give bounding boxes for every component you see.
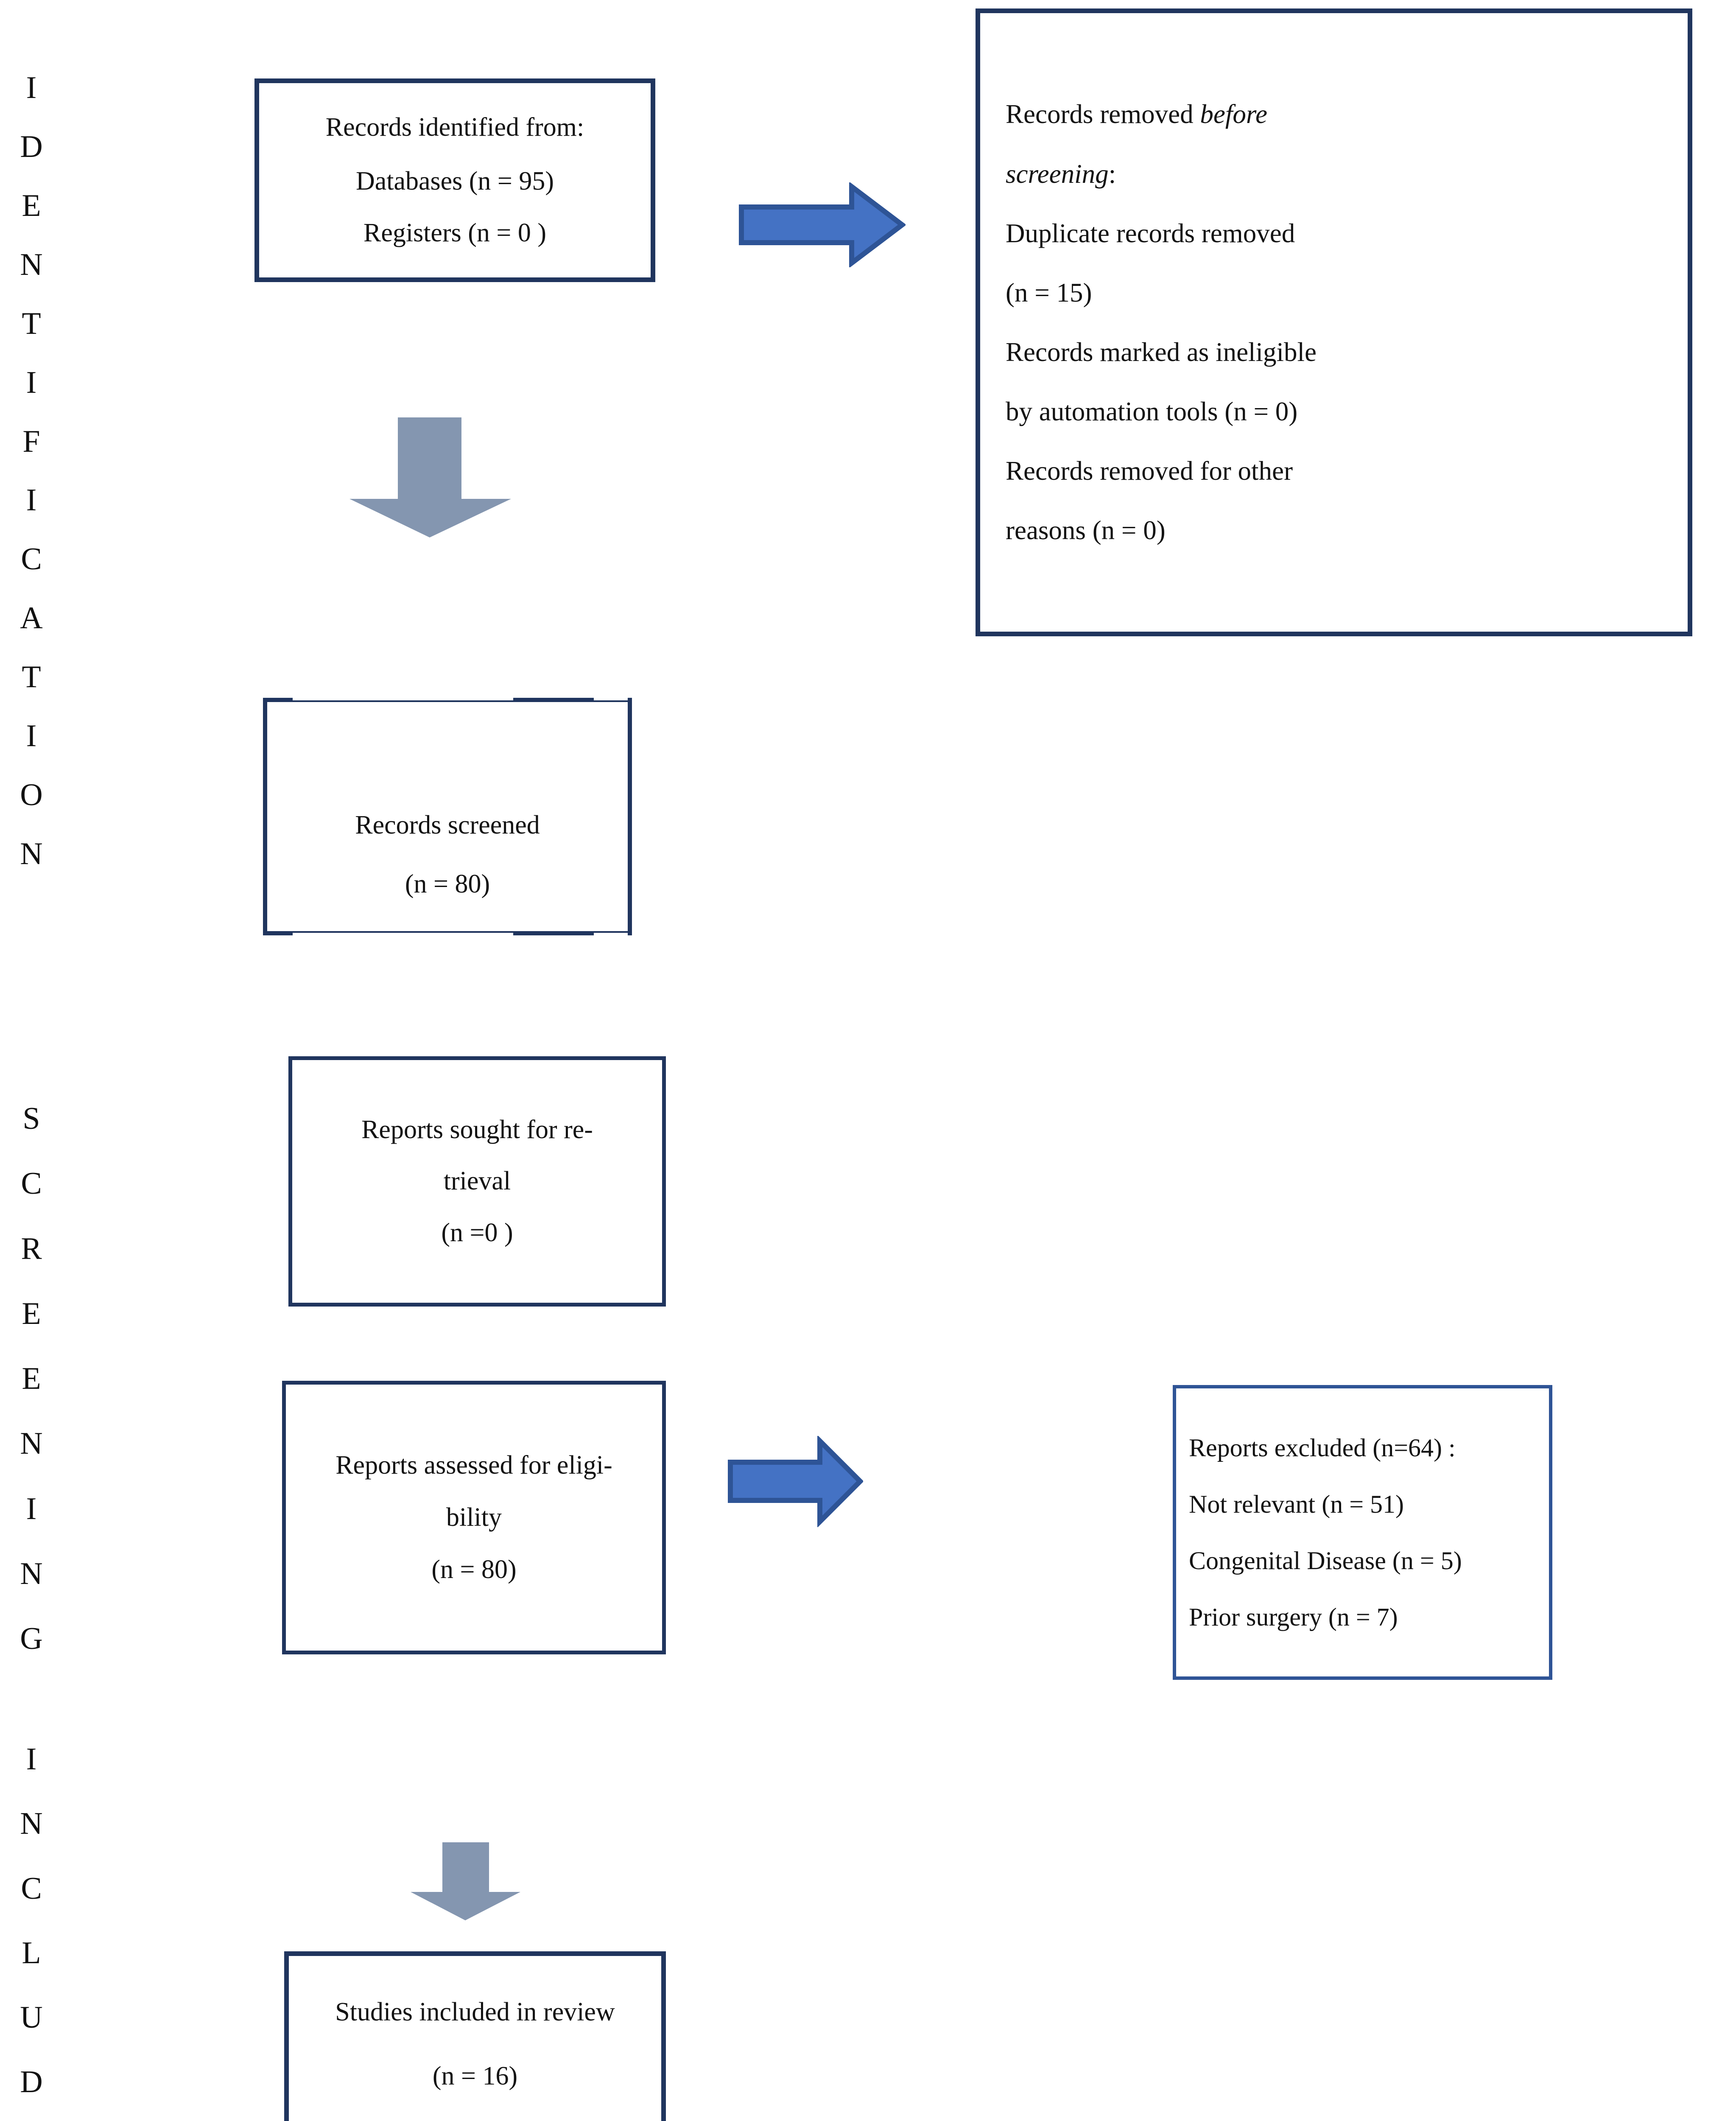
stage-letter: D xyxy=(20,2065,43,2100)
records-removed-heading-italic-screening: screening xyxy=(1006,159,1109,189)
stage-letter: L xyxy=(22,1935,41,1970)
stage-letter: E xyxy=(22,1361,41,1396)
records-removed-heading-italic-before: before xyxy=(1200,99,1267,129)
records-removed-heading-line2: screening: xyxy=(1006,160,1662,188)
stage-label-screening: S C R E E N I N G xyxy=(6,1103,57,1654)
stage-letter: I xyxy=(26,719,37,754)
reports-assessed-label-line2: bility xyxy=(446,1503,502,1532)
reports-excluded-congenital-disease: Congenital Disease (n = 5) xyxy=(1189,1546,1462,1575)
box-records-screened: Records screened (n = 80) xyxy=(263,698,632,935)
stage-letter: T xyxy=(22,306,41,341)
stage-letter: C xyxy=(21,542,42,577)
duplicate-records-removed-label: Duplicate records removed xyxy=(1006,218,1295,248)
stage-letter: C xyxy=(21,1166,42,1201)
box-records-removed-before-screening: Records removed before screening: Duplic… xyxy=(976,8,1692,636)
stage-letter: I xyxy=(26,1491,37,1526)
stage-letter: I xyxy=(26,483,37,518)
arrow-right-to-records-removed-icon xyxy=(738,182,906,267)
records-screened-label: Records screened xyxy=(355,810,540,839)
ineligible-records-count: by automation tools (n = 0) xyxy=(1006,397,1298,427)
reports-sought-count: (n =0 ) xyxy=(441,1218,513,1247)
stage-letter: S xyxy=(22,1101,40,1136)
records-screened-count: (n = 80) xyxy=(405,869,490,898)
reports-excluded-not-relevant: Not relevant (n = 51) xyxy=(1189,1490,1404,1518)
stage-letter: T xyxy=(22,660,41,695)
reports-excluded-total: Reports excluded (n=64) : xyxy=(1189,1433,1456,1462)
studies-included-label: Studies included in review xyxy=(335,1998,615,2026)
stage-letter: N xyxy=(20,1426,43,1461)
arrow-right-to-reports-excluded-icon xyxy=(727,1436,863,1527)
reports-sought-label-line1: Reports sought for re- xyxy=(361,1115,593,1144)
stage-letter: I xyxy=(26,365,37,400)
stage-label-identification: I D E N T I F I C A T I O N xyxy=(6,72,57,870)
records-removed-heading-colon: : xyxy=(1108,159,1116,189)
reports-assessed-count: (n = 80) xyxy=(431,1555,517,1584)
arrow-down-to-records-screened-icon xyxy=(348,416,513,539)
stage-letter: A xyxy=(20,601,43,636)
stage-letter: O xyxy=(20,778,43,813)
stage-letter: I xyxy=(26,70,37,105)
box-studies-included-in-review: Studies included in review (n = 16) xyxy=(284,1951,666,2121)
other-reasons-removed-count: reasons (n = 0) xyxy=(1006,515,1166,546)
reports-sought-label-line2: trieval xyxy=(443,1167,511,1196)
box-records-identified: Records identified from: Databases (n = … xyxy=(254,78,655,282)
records-identified-title: Records identified from: xyxy=(325,113,584,142)
stage-letter: I xyxy=(26,1742,37,1777)
reports-excluded-prior-surgery: Prior surgery (n = 7) xyxy=(1189,1603,1398,1631)
box-reports-excluded: Reports excluded (n=64) : Not relevant (… xyxy=(1173,1385,1552,1680)
duplicate-records-removed-count: (n = 15) xyxy=(1006,277,1092,308)
stage-letter: U xyxy=(20,2000,43,2035)
reports-assessed-label-line1: Reports assessed for eligi- xyxy=(335,1450,612,1480)
stage-label-included: I N C L U D E D xyxy=(6,1743,57,2121)
studies-included-count: (n = 16) xyxy=(432,2062,518,2091)
records-removed-heading-prefix: Records removed xyxy=(1006,99,1200,129)
records-removed-heading-line1: Records removed before xyxy=(1006,100,1662,128)
stage-letter: E xyxy=(22,188,41,223)
records-identified-databases: Databases (n = 95) xyxy=(355,167,554,196)
stage-letter: C xyxy=(21,1871,42,1906)
box-reports-sought-for-retrieval: Reports sought for re- trieval (n =0 ) xyxy=(288,1056,666,1307)
box-reports-assessed-for-eligibility: Reports assessed for eligi- bility (n = … xyxy=(282,1381,666,1654)
stage-letter: G xyxy=(20,1621,43,1656)
stage-letter: R xyxy=(21,1231,42,1266)
stage-letter: D xyxy=(20,129,43,164)
arrow-down-to-studies-included-icon xyxy=(409,1841,522,1922)
stage-letter: N xyxy=(20,1556,43,1591)
stage-letter: N xyxy=(20,836,43,871)
ineligible-records-label: Records marked as ineligible xyxy=(1006,337,1317,367)
records-identified-registers: Registers (n = 0 ) xyxy=(363,218,546,247)
stage-letter: N xyxy=(20,1806,43,1841)
stage-letter: F xyxy=(22,424,40,459)
stage-letter: E xyxy=(22,1296,41,1331)
stage-letter: N xyxy=(20,247,43,282)
other-reasons-removed-label: Records removed for other xyxy=(1006,456,1293,486)
